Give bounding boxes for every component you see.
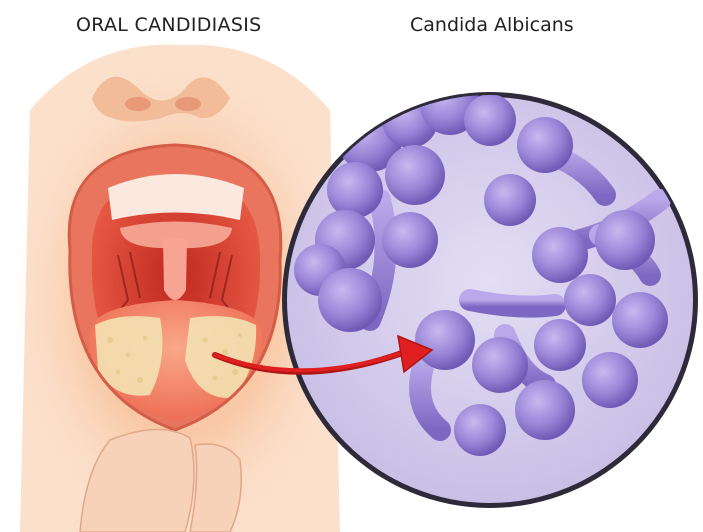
yeast-cells (294, 95, 668, 456)
fingers (79, 428, 242, 532)
title-candida-albicans: Candida Albicans (410, 14, 574, 36)
pointer-arrow-icon (212, 334, 434, 375)
title-oral-candidiasis: ORAL CANDIDIASIS (76, 14, 262, 36)
magnifier-circle-icon (282, 92, 698, 508)
